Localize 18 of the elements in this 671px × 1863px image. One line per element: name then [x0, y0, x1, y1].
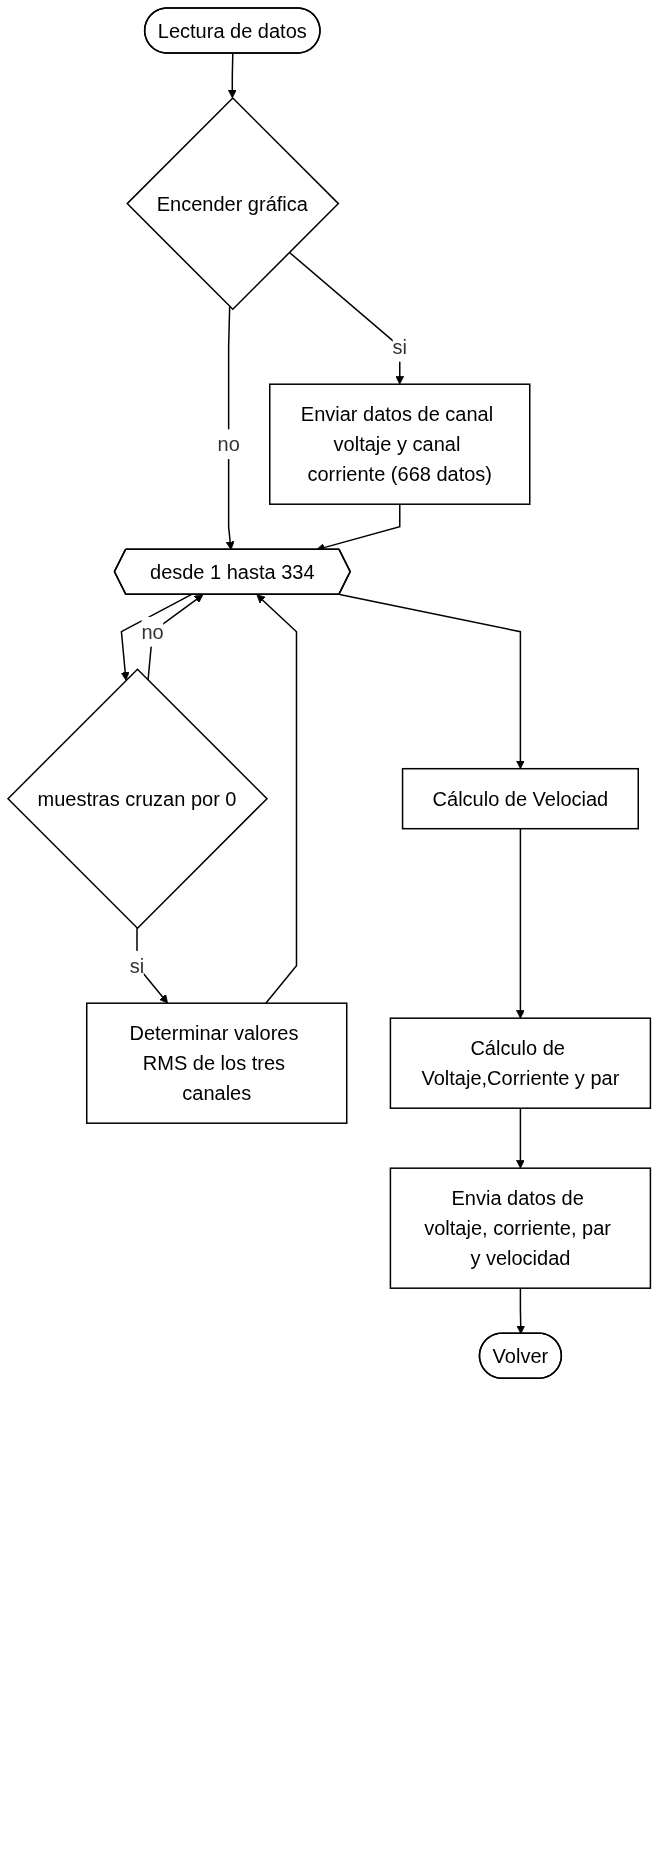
node-box: Cálculo de Velociad	[401, 767, 639, 830]
edge-label: si	[392, 335, 407, 358]
node-diamond: muestras cruzan por 0	[6, 668, 269, 930]
arrow	[516, 827, 525, 1019]
arrow	[338, 593, 525, 770]
node-box: Determinar valores RMS de los tres canales	[86, 1002, 348, 1124]
edge-label: no	[217, 433, 240, 456]
edge-label: no	[141, 620, 164, 643]
node-box: Enviar datos de canal voltaje y canal corriente (668 datos)	[269, 383, 531, 505]
arrow	[516, 1107, 525, 1169]
edge-label: si	[129, 954, 145, 977]
arrow	[516, 1287, 526, 1335]
arrow	[120, 593, 192, 681]
arrow	[256, 594, 298, 1004]
node-box: Envia datos de voltaje, corriente, par y velocidad	[389, 1167, 652, 1289]
node-diamond: Encender gráfica	[126, 96, 340, 311]
arrow	[227, 52, 237, 99]
node-box: Cálculo de Voltaje,Corriente y par	[389, 1017, 652, 1109]
